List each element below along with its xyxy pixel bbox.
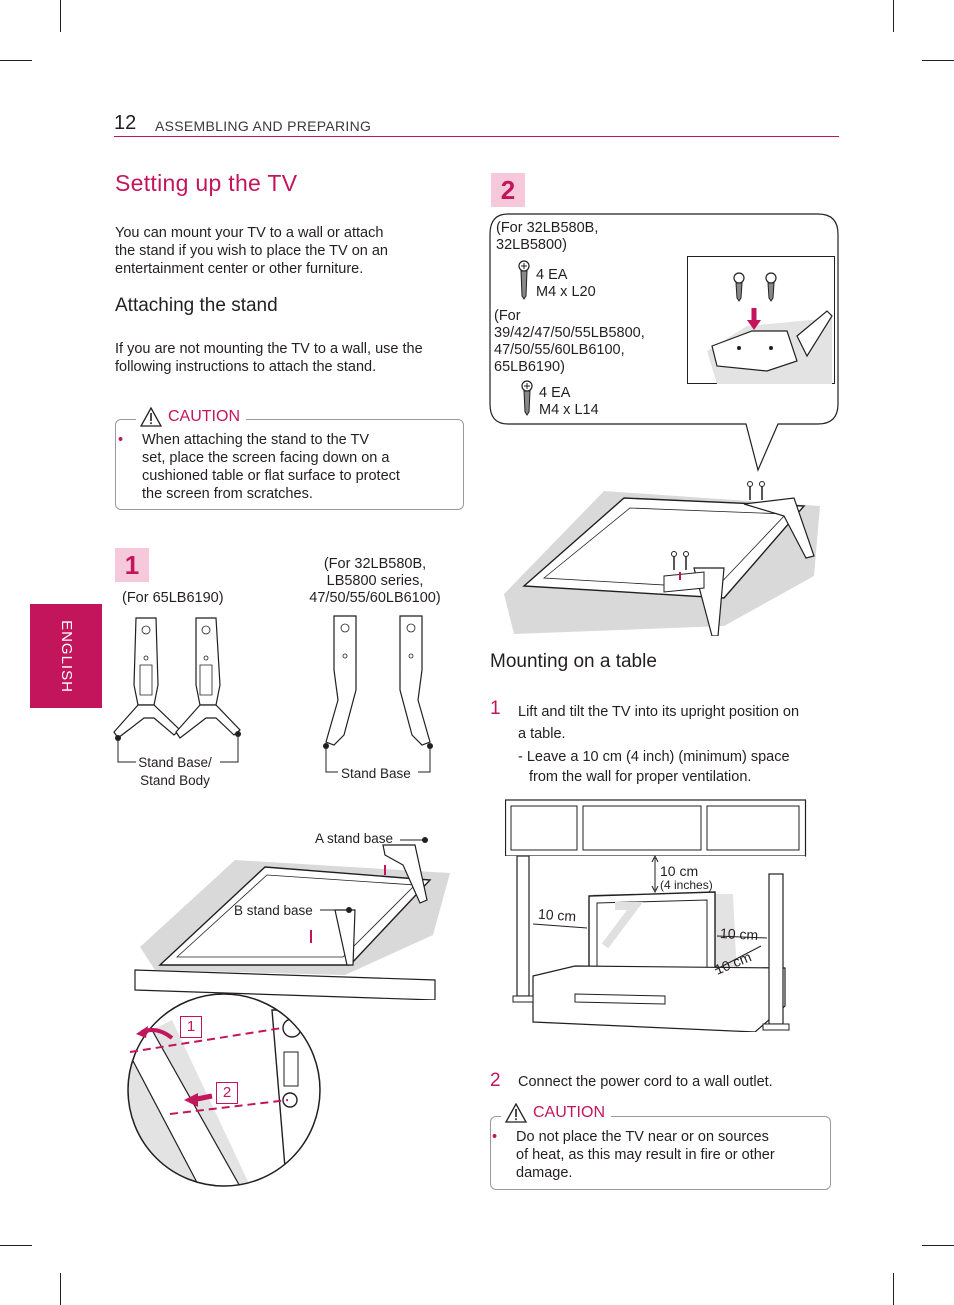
step-number-2: 2: [490, 1070, 501, 1091]
header-rule: [114, 136, 839, 137]
mounting-heading: Mounting on a table: [490, 651, 657, 672]
page-title: Setting up the TV: [115, 170, 298, 196]
caution-text: CAUTION: [533, 1104, 605, 1121]
dim-top: 10 cm (4 inches): [660, 863, 713, 892]
caution-box: [115, 419, 464, 510]
intro-paragraph: You can mount your TV to a wall or attac…: [115, 225, 388, 277]
dim-right: 10 cm: [719, 925, 759, 943]
step-2-badge: 2: [491, 173, 525, 207]
language-tab-label: ENGLISH: [30, 604, 102, 708]
section-header: ASSEMBLING AND PREPARING: [155, 118, 372, 134]
model-b-label: (For 39/42/47/50/55LB5800, 47/50/55/60LB…: [494, 308, 645, 375]
step-number-1: 1: [490, 698, 501, 719]
crop-mark: [922, 60, 954, 61]
warning-icon: [140, 407, 162, 427]
page-number: 12: [114, 112, 137, 134]
zoom-detail-illustration: [127, 993, 321, 1187]
crop-mark: [0, 60, 32, 61]
mounting-step-2-text: Connect the power cord to a wall outlet.: [518, 1074, 773, 1090]
crop-mark: [893, 0, 894, 32]
crop-mark: [893, 1273, 894, 1305]
bullet-dot: •: [118, 432, 124, 448]
stand-illustration-65lb6190: [113, 617, 241, 763]
language-text: ENGLISH: [57, 619, 75, 693]
model-right-label: (For 32LB580B, LB5800 series, 47/50/55/6…: [309, 556, 441, 606]
attaching-heading: Attaching the stand: [115, 295, 278, 316]
language-tab: [30, 604, 102, 708]
crop-mark: [60, 1273, 61, 1305]
crop-mark: [60, 0, 61, 32]
ventilation-diagram: [505, 799, 807, 1032]
label-b-stand-base: B stand base: [234, 903, 313, 918]
caution-box: [490, 1116, 831, 1190]
label-stand-base: Stand Base: [341, 766, 411, 781]
mounting-step-1-subtext: - Leave a 10 cm (4 inch) (minimum) space…: [518, 749, 790, 785]
model-left-label: (For 65LB6190): [122, 590, 224, 606]
callout-1: 1: [180, 1016, 202, 1038]
tv-stand-attached-illustration: [504, 481, 820, 636]
bullet-dot: •: [492, 1129, 498, 1145]
stand-illustration-lb5800: [323, 615, 433, 773]
model-a-label: (For 32LB580B, 32LB5800): [496, 220, 599, 253]
label-a-stand-base: A stand base: [315, 831, 394, 846]
screw-b-spec: 4 EA M4 x L14: [539, 385, 599, 418]
screw-icon: [521, 380, 533, 416]
screw-a-spec: 4 EA M4 x L20: [536, 267, 596, 300]
label-stand-base-body: Stand Base/ Stand Body: [138, 755, 212, 788]
caution-label: CAUTION: [501, 1103, 611, 1123]
callout-2: 2: [216, 1082, 238, 1104]
mounting-step-1-text: Lift and tilt the TV into its upright po…: [518, 704, 800, 742]
crop-mark: [0, 1245, 32, 1246]
screw-icon: [518, 260, 530, 300]
tv-facedown-illustration: [134, 837, 450, 1000]
caution-text: CAUTION: [168, 408, 240, 425]
warning-icon: [505, 1103, 527, 1123]
caution-label: CAUTION: [136, 407, 246, 427]
step-1-badge: 1: [115, 548, 149, 582]
dim-left: 10 cm: [537, 905, 577, 925]
crop-mark: [922, 1245, 954, 1246]
attaching-paragraph: If you are not mounting the TV to a wall…: [115, 341, 423, 375]
screw-insert-detail: [687, 256, 835, 384]
